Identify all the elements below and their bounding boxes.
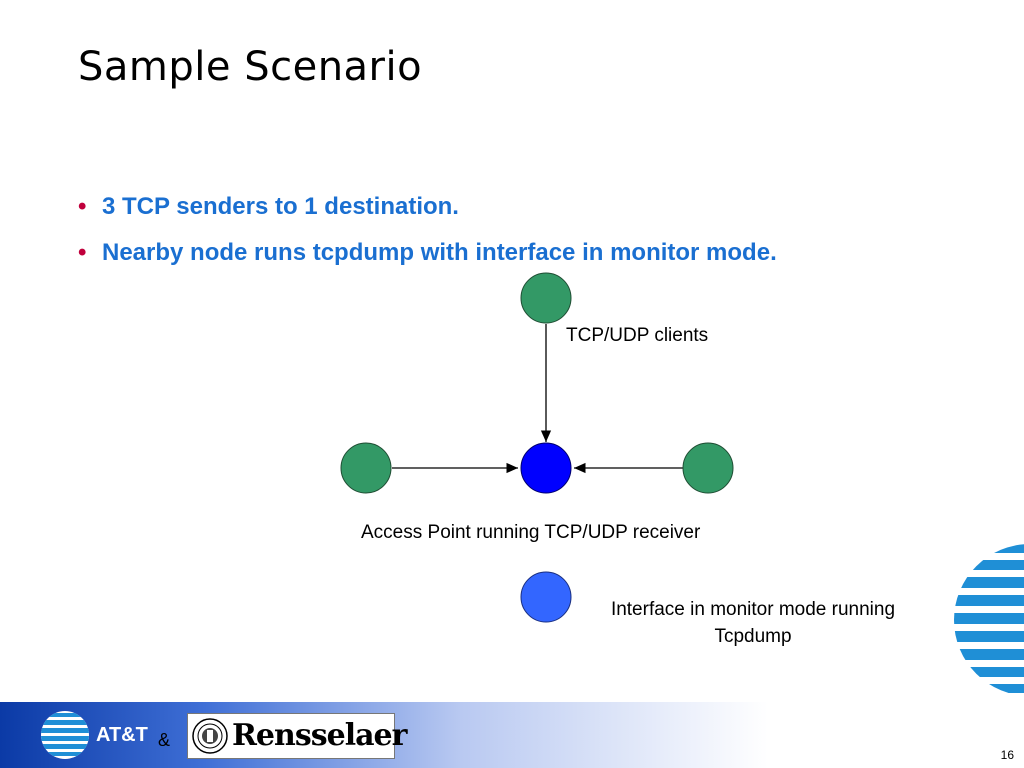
rensselaer-logo-text: Rensselaer (232, 718, 407, 753)
clients-label: TCP/UDP clients (566, 325, 709, 346)
bullet-item: • Nearby node runs tcpdump with interface… (78, 230, 777, 276)
rensselaer-logo: Rensselaer (187, 713, 407, 759)
att-logo-text: AT&T (96, 724, 148, 746)
bullet-dot-icon: • (78, 193, 87, 220)
access-point-label: Access Point running TCP/UDP receiver (361, 522, 701, 543)
monitor-node (520, 571, 572, 623)
rensselaer-seal-icon (192, 718, 228, 754)
access-point-node (520, 442, 572, 494)
client-node-left (340, 442, 392, 494)
footer-bar (0, 702, 1024, 768)
client-node-top (520, 272, 572, 324)
bullet-item: • 3 TCP senders to 1 destination. (78, 184, 777, 230)
ampersand-text: & (158, 730, 171, 750)
slide-title: Sample Scenario (78, 44, 423, 90)
bullet-text: Nearby node runs tcpdump with interface … (102, 239, 777, 266)
bullet-text: 3 TCP senders to 1 destination. (102, 193, 459, 220)
client-node-right (682, 442, 734, 494)
bullet-dot-icon: • (78, 239, 87, 266)
att-globe-icon (41, 711, 89, 759)
bullet-list: • 3 TCP senders to 1 destination. • Nearby… (78, 184, 777, 276)
att-globe-decoration-icon (954, 544, 1024, 696)
monitor-label-line2: Tcpdump (714, 626, 792, 647)
page-number: 16 (1000, 748, 1014, 762)
monitor-label-line1: Interface in monitor mode running (610, 599, 896, 620)
